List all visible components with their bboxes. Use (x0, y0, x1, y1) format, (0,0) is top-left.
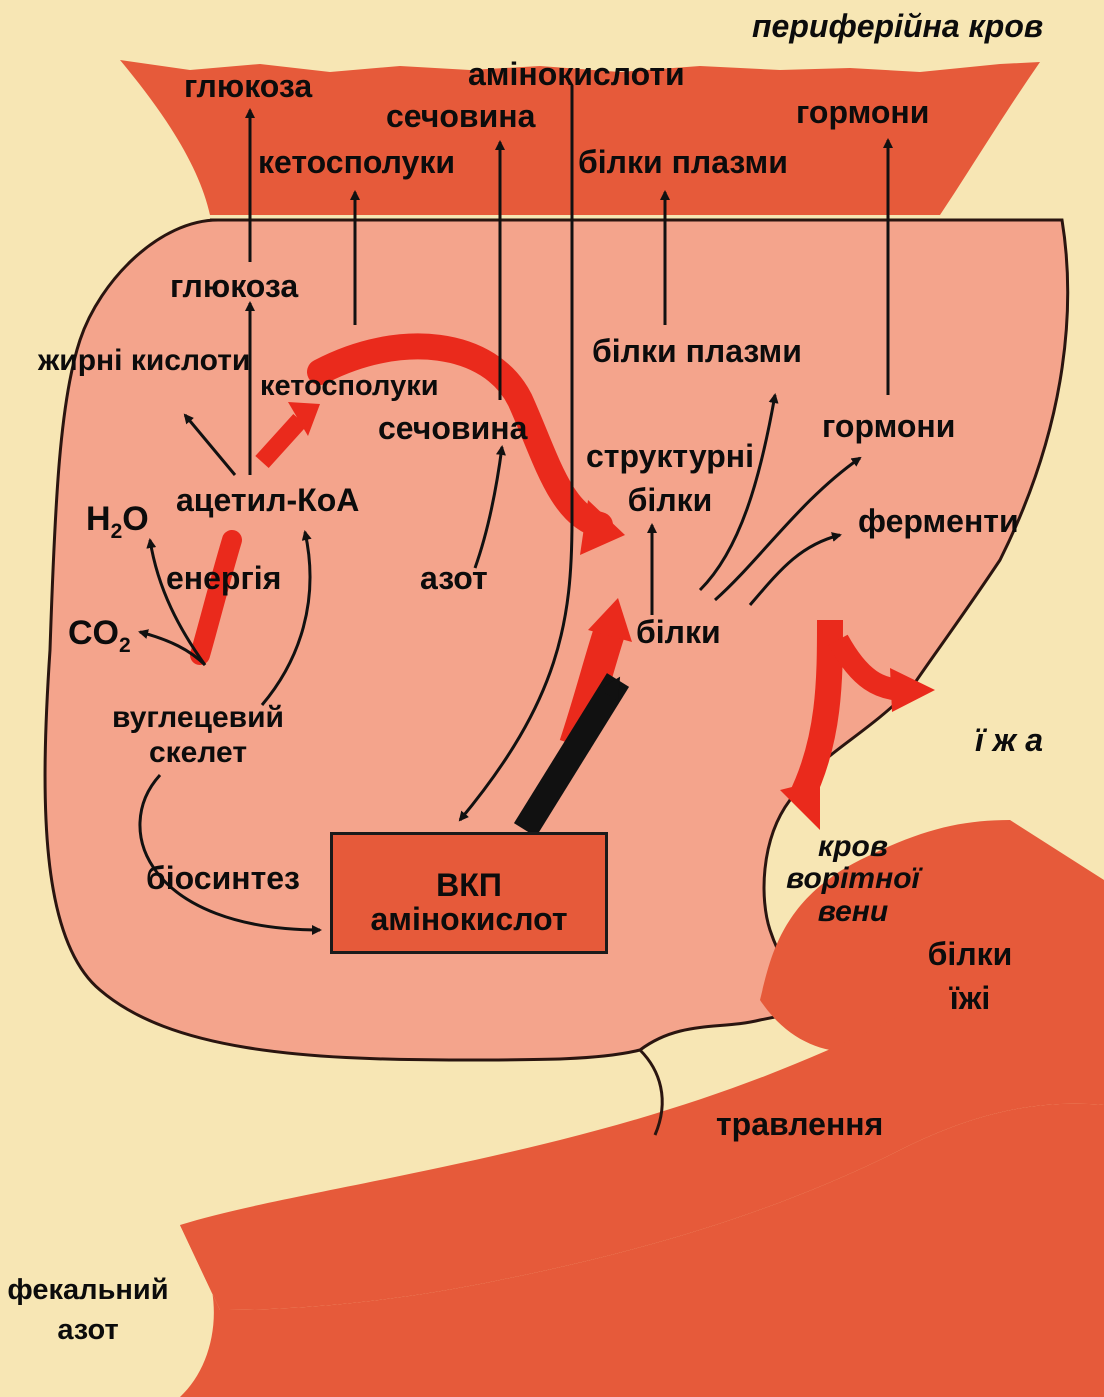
co2-formula: CO2 (68, 616, 131, 656)
enzymes-label: ферменти (858, 505, 1019, 537)
water-formula: H2O (86, 502, 149, 542)
blood-amino-acids-label: амінокислоти (468, 58, 685, 90)
structural-proteins-label-2: білки (570, 484, 770, 516)
portal-blood-label-1: кров (768, 832, 938, 862)
structural-proteins-label-1: структурні (570, 440, 770, 472)
carbon-skeleton-label-2: скелет (78, 738, 318, 768)
portal-blood-label-2: ворітної (768, 864, 938, 894)
amino-acid-pool-box: ВКП амінокислот (330, 832, 608, 954)
liver-glucose-label: глюкоза (170, 270, 298, 302)
peripheral-blood-label: периферійна кров (752, 10, 1043, 42)
liver-hormones-label: гормони (822, 410, 955, 442)
fatty-acids-label: жирні кислоти (38, 346, 250, 376)
acetyl-coa-label: ацетил-КоА (176, 484, 359, 516)
nitrogen-label: азот (420, 562, 488, 594)
dietary-proteins-label-1: білки (900, 938, 1040, 970)
biosynthesis-label: біосинтез (146, 862, 300, 894)
liver-ketones-label: кетосполуки (260, 372, 439, 401)
blood-hormones-label: гормони (796, 96, 929, 128)
food-label: ї ж а (975, 724, 1043, 756)
blood-plasma-proteins-label: білки плазми (578, 146, 788, 178)
fecal-nitrogen-label-2: азот (0, 1316, 176, 1345)
digestion-label: травлення (716, 1108, 883, 1140)
pool-label-1: ВКП (333, 867, 605, 904)
blood-urea-label: сечовина (386, 100, 535, 132)
liver-urea-label: сечовина (378, 412, 527, 444)
proteins-label: білки (636, 616, 721, 648)
dietary-proteins-label-2: їжі (900, 982, 1040, 1014)
blood-glucose-label: глюкоза (184, 70, 312, 102)
energy-label: енергія (166, 562, 281, 594)
carbon-skeleton-label-1: вуглецевий (78, 703, 318, 733)
blood-ketones-label: кетосполуки (258, 146, 455, 178)
pool-label-2: амінокислот (333, 901, 605, 938)
portal-blood-label-3: вени (768, 897, 938, 927)
fecal-nitrogen-label-1: фекальний (0, 1276, 176, 1305)
liver-plasma-proteins-label: білки плазми (592, 335, 802, 367)
